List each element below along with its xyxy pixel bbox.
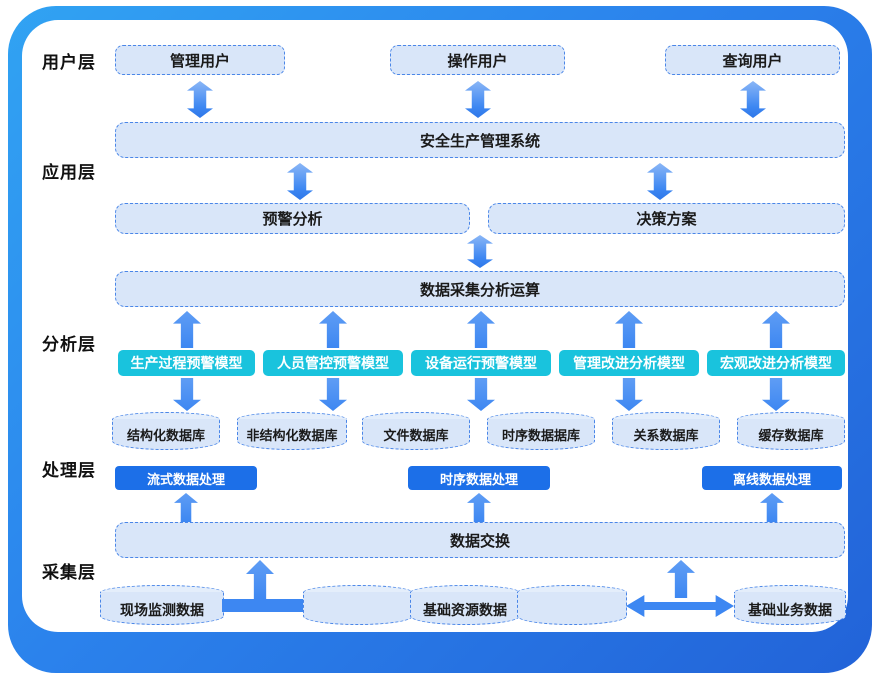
connector-bar bbox=[222, 599, 310, 612]
model-equipment-warning: 设备运行预警模型 bbox=[411, 350, 551, 376]
db-label: 非结构化数据库 bbox=[246, 428, 338, 443]
db-file: 文件数据库 bbox=[362, 412, 470, 450]
db-label: 文件数据库 bbox=[383, 428, 449, 443]
layer-label-app: 应用层 bbox=[42, 163, 96, 182]
layer-label-analysis: 分析层 bbox=[42, 335, 96, 354]
source-label: 基础业务数据 bbox=[748, 602, 832, 618]
db-cache: 缓存数据库 bbox=[737, 412, 845, 450]
resource-cylinder-right bbox=[517, 585, 627, 625]
model-personnel-control: 人员管控预警模型 bbox=[263, 350, 403, 376]
db-structured: 结构化数据库 bbox=[112, 412, 220, 450]
box-data-exchange: 数据交换 bbox=[115, 522, 845, 558]
cylinder-body bbox=[112, 419, 220, 450]
proc-stream: 流式数据处理 bbox=[115, 466, 257, 490]
db-unstructured: 非结构化数据库 bbox=[237, 412, 347, 450]
layer-label-collect: 采集层 bbox=[42, 563, 96, 582]
model-production-warning: 生产过程预警模型 bbox=[118, 350, 255, 376]
proc-timeseries: 时序数据处理 bbox=[408, 466, 550, 490]
cylinder-body bbox=[362, 419, 470, 450]
cylinder-body bbox=[737, 419, 845, 450]
layer-label-process: 处理层 bbox=[42, 461, 96, 480]
source-label: 现场监测数据 bbox=[120, 602, 204, 618]
cylinder-body bbox=[237, 419, 347, 450]
db-label: 缓存数据库 bbox=[758, 428, 824, 443]
cylinder-body bbox=[303, 592, 413, 625]
box-safety-system: 安全生产管理系统 bbox=[115, 122, 845, 158]
box-admin-user: 管理用户 bbox=[115, 45, 285, 75]
box-data-compute: 数据采集分析运算 bbox=[115, 271, 845, 307]
model-macro-improve: 宏观改进分析模型 bbox=[707, 350, 845, 376]
box-decision-plan: 决策方案 bbox=[488, 203, 845, 234]
resource-cylinder-left bbox=[303, 585, 413, 625]
cylinder-body bbox=[734, 592, 846, 625]
model-management-improve: 管理改进分析模型 bbox=[559, 350, 699, 376]
source-base-business: 基础业务数据 bbox=[734, 585, 846, 625]
db-label: 时序数据据库 bbox=[501, 428, 580, 443]
box-operator-user: 操作用户 bbox=[390, 45, 565, 75]
cylinder-body bbox=[517, 592, 627, 625]
source-site-monitoring: 现场监测数据 bbox=[100, 585, 224, 625]
db-timeseries: 时序数据据库 bbox=[487, 412, 595, 450]
db-label: 结构化数据库 bbox=[126, 428, 205, 443]
cylinder-body bbox=[612, 419, 720, 450]
cylinder-body bbox=[100, 592, 224, 625]
cylinder-body bbox=[410, 592, 520, 625]
box-warning-analysis: 预警分析 bbox=[115, 203, 470, 234]
db-label: 关系数据库 bbox=[633, 428, 699, 443]
layer-label-user: 用户层 bbox=[42, 53, 96, 72]
source-label: 基础资源数据 bbox=[423, 602, 507, 618]
box-query-user: 查询用户 bbox=[665, 45, 840, 75]
source-base-resource: 基础资源数据 bbox=[410, 585, 520, 625]
proc-offline: 离线数据处理 bbox=[702, 466, 842, 490]
cylinder-body bbox=[487, 419, 595, 450]
db-relational: 关系数据库 bbox=[612, 412, 720, 450]
